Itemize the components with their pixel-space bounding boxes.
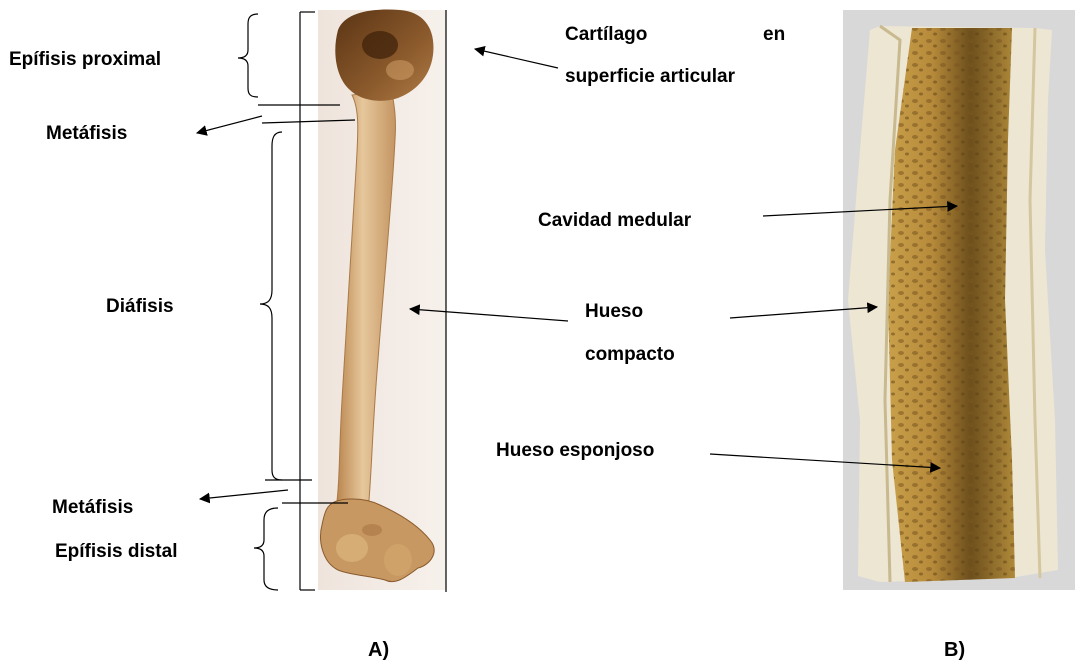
arrow-cartilago: [475, 49, 558, 68]
arrow-metafisis-bottom: [200, 490, 288, 499]
label-hueso-compacto-line2: compacto: [585, 345, 675, 364]
label-cartilago-line2: superficie articular: [565, 67, 735, 86]
label-hueso-compacto-line1: Hueso: [585, 302, 643, 321]
label-cartilago-line1-end: en: [763, 25, 785, 44]
caption-panel-b: B): [944, 640, 965, 660]
label-diafisis: Diáfisis: [106, 297, 174, 316]
label-metafisis-bottom: Metáfisis: [52, 498, 133, 517]
label-cartilago-line1: Cartílago: [565, 25, 647, 44]
label-epifisis-distal: Epífisis distal: [55, 542, 177, 561]
arrow-metafisis-top: [197, 116, 262, 133]
caption-panel-a: A): [368, 640, 389, 660]
label-epifisis-proximal: Epífisis proximal: [9, 50, 161, 69]
label-hueso-esponjoso: Hueso esponjoso: [496, 441, 654, 460]
bone-section-photo: [843, 10, 1075, 590]
label-metafisis-top: Metáfisis: [46, 124, 127, 143]
label-cavidad-medular: Cavidad medular: [538, 211, 691, 230]
